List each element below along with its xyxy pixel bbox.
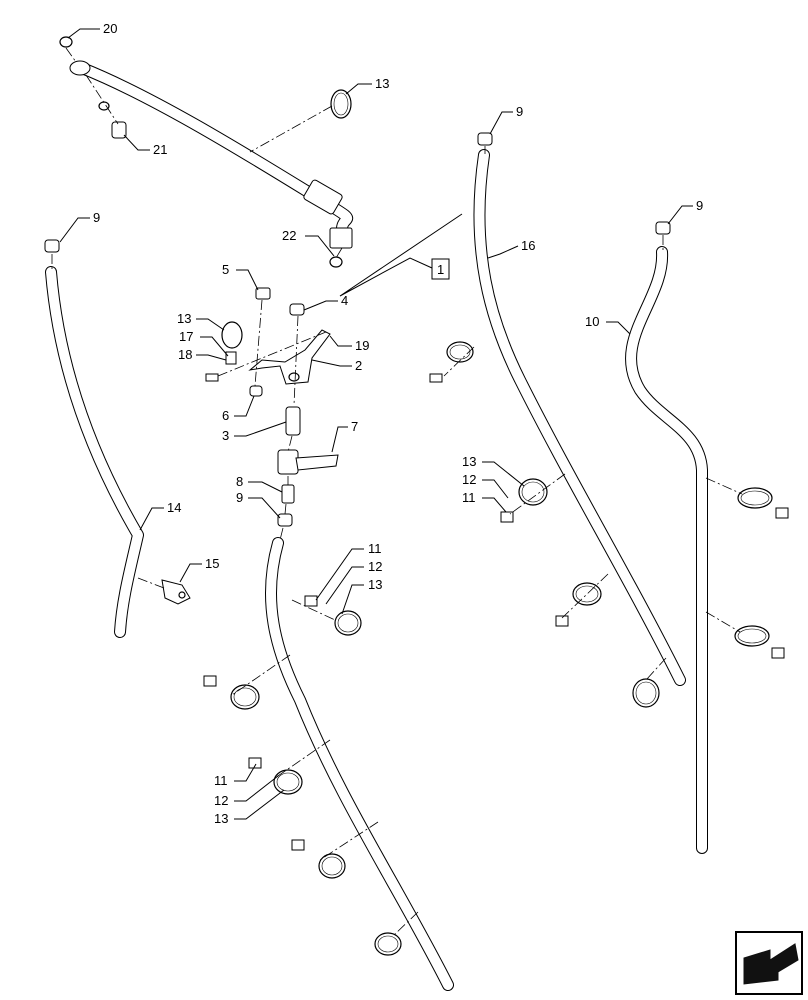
callout-13: 13 (177, 311, 191, 326)
callout-9: 9 (236, 490, 243, 505)
hose-16 (473, 149, 686, 686)
reference-box-label: 1 (437, 262, 444, 277)
oring-20 (59, 36, 73, 48)
callout-7: 7 (351, 419, 358, 434)
callout-17: 17 (179, 329, 193, 344)
callout-leaders (59, 28, 693, 820)
nut-4 (289, 303, 305, 316)
assembly-lines (51, 47, 743, 936)
callout-6: 6 (222, 408, 229, 423)
nut-9-left (44, 239, 60, 253)
callout-11: 11 (462, 490, 476, 505)
hose-10 (625, 246, 708, 854)
callout-9: 9 (93, 210, 100, 225)
callout-10: 10 (585, 314, 599, 329)
callout-9: 9 (696, 198, 703, 213)
callout-13: 13 (375, 76, 389, 91)
callout-11: 11 (214, 773, 228, 788)
callout-13: 13 (368, 577, 382, 592)
clamps-hose10 (734, 487, 789, 659)
nut-9-hose16 (477, 132, 493, 146)
callout-20: 20 (103, 21, 117, 36)
upper-hose (69, 60, 354, 249)
nut-6 (249, 385, 263, 397)
callout-labels: 20 13 21 9 9 9 16 22 5 4 13 17 18 19 2 6… (93, 21, 703, 826)
callout-2: 2 (355, 358, 362, 373)
bolt-5 (255, 287, 271, 300)
adapter-3 (285, 406, 301, 436)
callout-9: 9 (516, 104, 523, 119)
oring-22 (329, 256, 343, 268)
sensor-7 (277, 449, 339, 475)
callout-14: 14 (167, 500, 181, 515)
callout-19: 19 (355, 338, 369, 353)
callout-16: 16 (521, 238, 535, 253)
callout-22: 22 (282, 228, 296, 243)
callout-11: 11 (368, 541, 382, 556)
clamp-13-bracket (221, 321, 243, 349)
clamps-center-hose (203, 595, 402, 956)
callout-4: 4 (341, 293, 348, 308)
nut-9-hose10 (655, 221, 671, 235)
callout-12: 12 (214, 793, 228, 808)
clamps-hose16 (429, 341, 660, 708)
callout-12: 12 (368, 559, 382, 574)
nut-9-center (277, 513, 293, 527)
page-navigation-arrow-icon[interactable] (735, 931, 803, 995)
callout-8: 8 (236, 474, 243, 489)
fitting-21 (98, 101, 127, 139)
callout-13: 13 (462, 454, 476, 469)
callout-18: 18 (178, 347, 192, 362)
clamp-13-upper (330, 89, 352, 119)
callout-12: 12 (462, 472, 476, 487)
bracket-2 (248, 329, 331, 385)
callout-21: 21 (153, 142, 167, 157)
p-clip-15 (161, 579, 191, 605)
callout-5: 5 (222, 262, 229, 277)
clip-17 (225, 351, 237, 365)
fitting-8 (281, 484, 295, 504)
screw-18 (205, 373, 219, 382)
callout-15: 15 (205, 556, 219, 571)
reference-box-1: 1 (431, 258, 450, 280)
callout-3: 3 (222, 428, 229, 443)
callout-13: 13 (214, 811, 228, 826)
hose-14 (45, 266, 144, 638)
hose-center (264, 537, 454, 991)
